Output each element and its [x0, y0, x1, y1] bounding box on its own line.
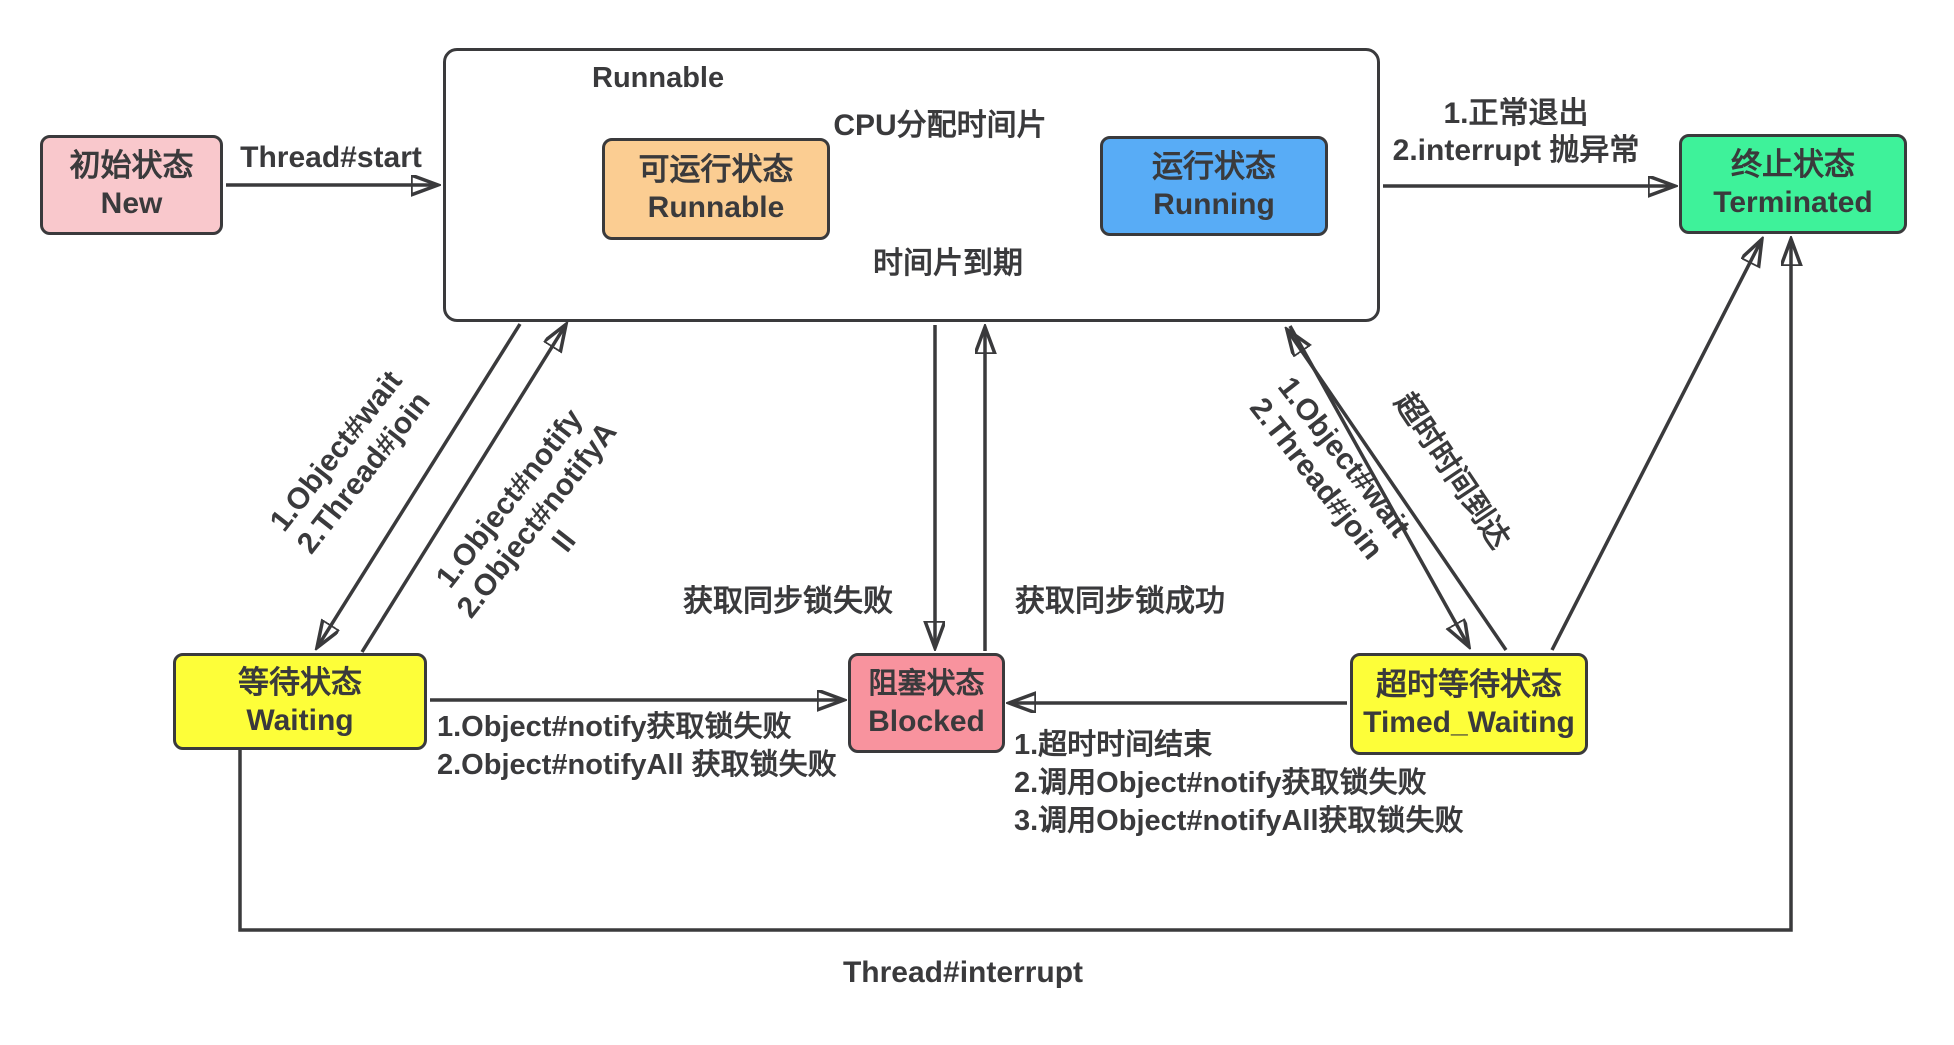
label-timeslice-expire: 时间片到期 — [873, 247, 1023, 280]
state-waiting: 等待状态 Waiting — [173, 653, 427, 750]
state-runnable: 可运行状态 Runnable — [602, 138, 830, 240]
edge-notify-left — [360, 326, 565, 653]
state-terminated-label-en: Terminated — [1713, 186, 1873, 219]
state-new-label-en: New — [100, 187, 163, 220]
state-running-label-en: Running — [1153, 188, 1275, 221]
runnable-container-label: Runnable — [592, 62, 725, 94]
state-runnable-label-en: Runnable — [647, 191, 785, 224]
label-cpu-allocate: CPU分配时间片 — [833, 109, 1047, 142]
label-lock-success: 获取同步锁成功 — [1015, 585, 1225, 618]
state-terminated-label-zh: 终止状态 — [1731, 147, 1855, 182]
label-thread-interrupt: Thread#interrupt — [842, 956, 1084, 989]
state-timed-waiting-label-en: Timed_Waiting — [1363, 706, 1575, 739]
label-timed-to-blocked: 1.超时时间结束 2.调用Object#notify获取锁失败 3.调用Obje… — [1014, 729, 1464, 837]
state-blocked-label-zh: 阻塞状态 — [868, 668, 985, 700]
state-runnable-label-zh: 可运行状态 — [638, 152, 794, 187]
state-blocked-label-en: Blocked — [868, 705, 985, 738]
state-running: 运行状态 Running — [1100, 136, 1328, 236]
edge-thread-interrupt — [238, 241, 1791, 932]
state-running-label-zh: 运行状态 — [1152, 149, 1276, 184]
state-timed-waiting-label-zh: 超时等待状态 — [1376, 667, 1562, 702]
state-waiting-label-zh: 等待状态 — [238, 664, 362, 700]
label-exit-terminated: 1.正常退出 2.interrupt 抛异常 — [1392, 97, 1640, 167]
label-waiting-to-blocked: 1.Object#notify获取锁失败 2.Object#notifyAll … — [437, 711, 837, 781]
state-timed-waiting: 超时等待状态 Timed_Waiting — [1350, 653, 1588, 755]
state-new-label-zh: 初始状态 — [69, 148, 194, 183]
state-blocked: 阻塞状态 Blocked — [848, 653, 1005, 753]
state-new: 初始状态 New — [40, 135, 223, 235]
edge-timed-to-terminated — [1550, 241, 1761, 651]
state-waiting-label-en: Waiting — [246, 703, 354, 737]
label-thread-start: Thread#start — [240, 141, 422, 174]
label-lock-fail: 获取同步锁失败 — [683, 585, 893, 618]
edge-wait-join-left — [318, 323, 522, 646]
state-terminated: 终止状态 Terminated — [1679, 134, 1907, 234]
edge-timeout-reach — [1288, 331, 1508, 651]
